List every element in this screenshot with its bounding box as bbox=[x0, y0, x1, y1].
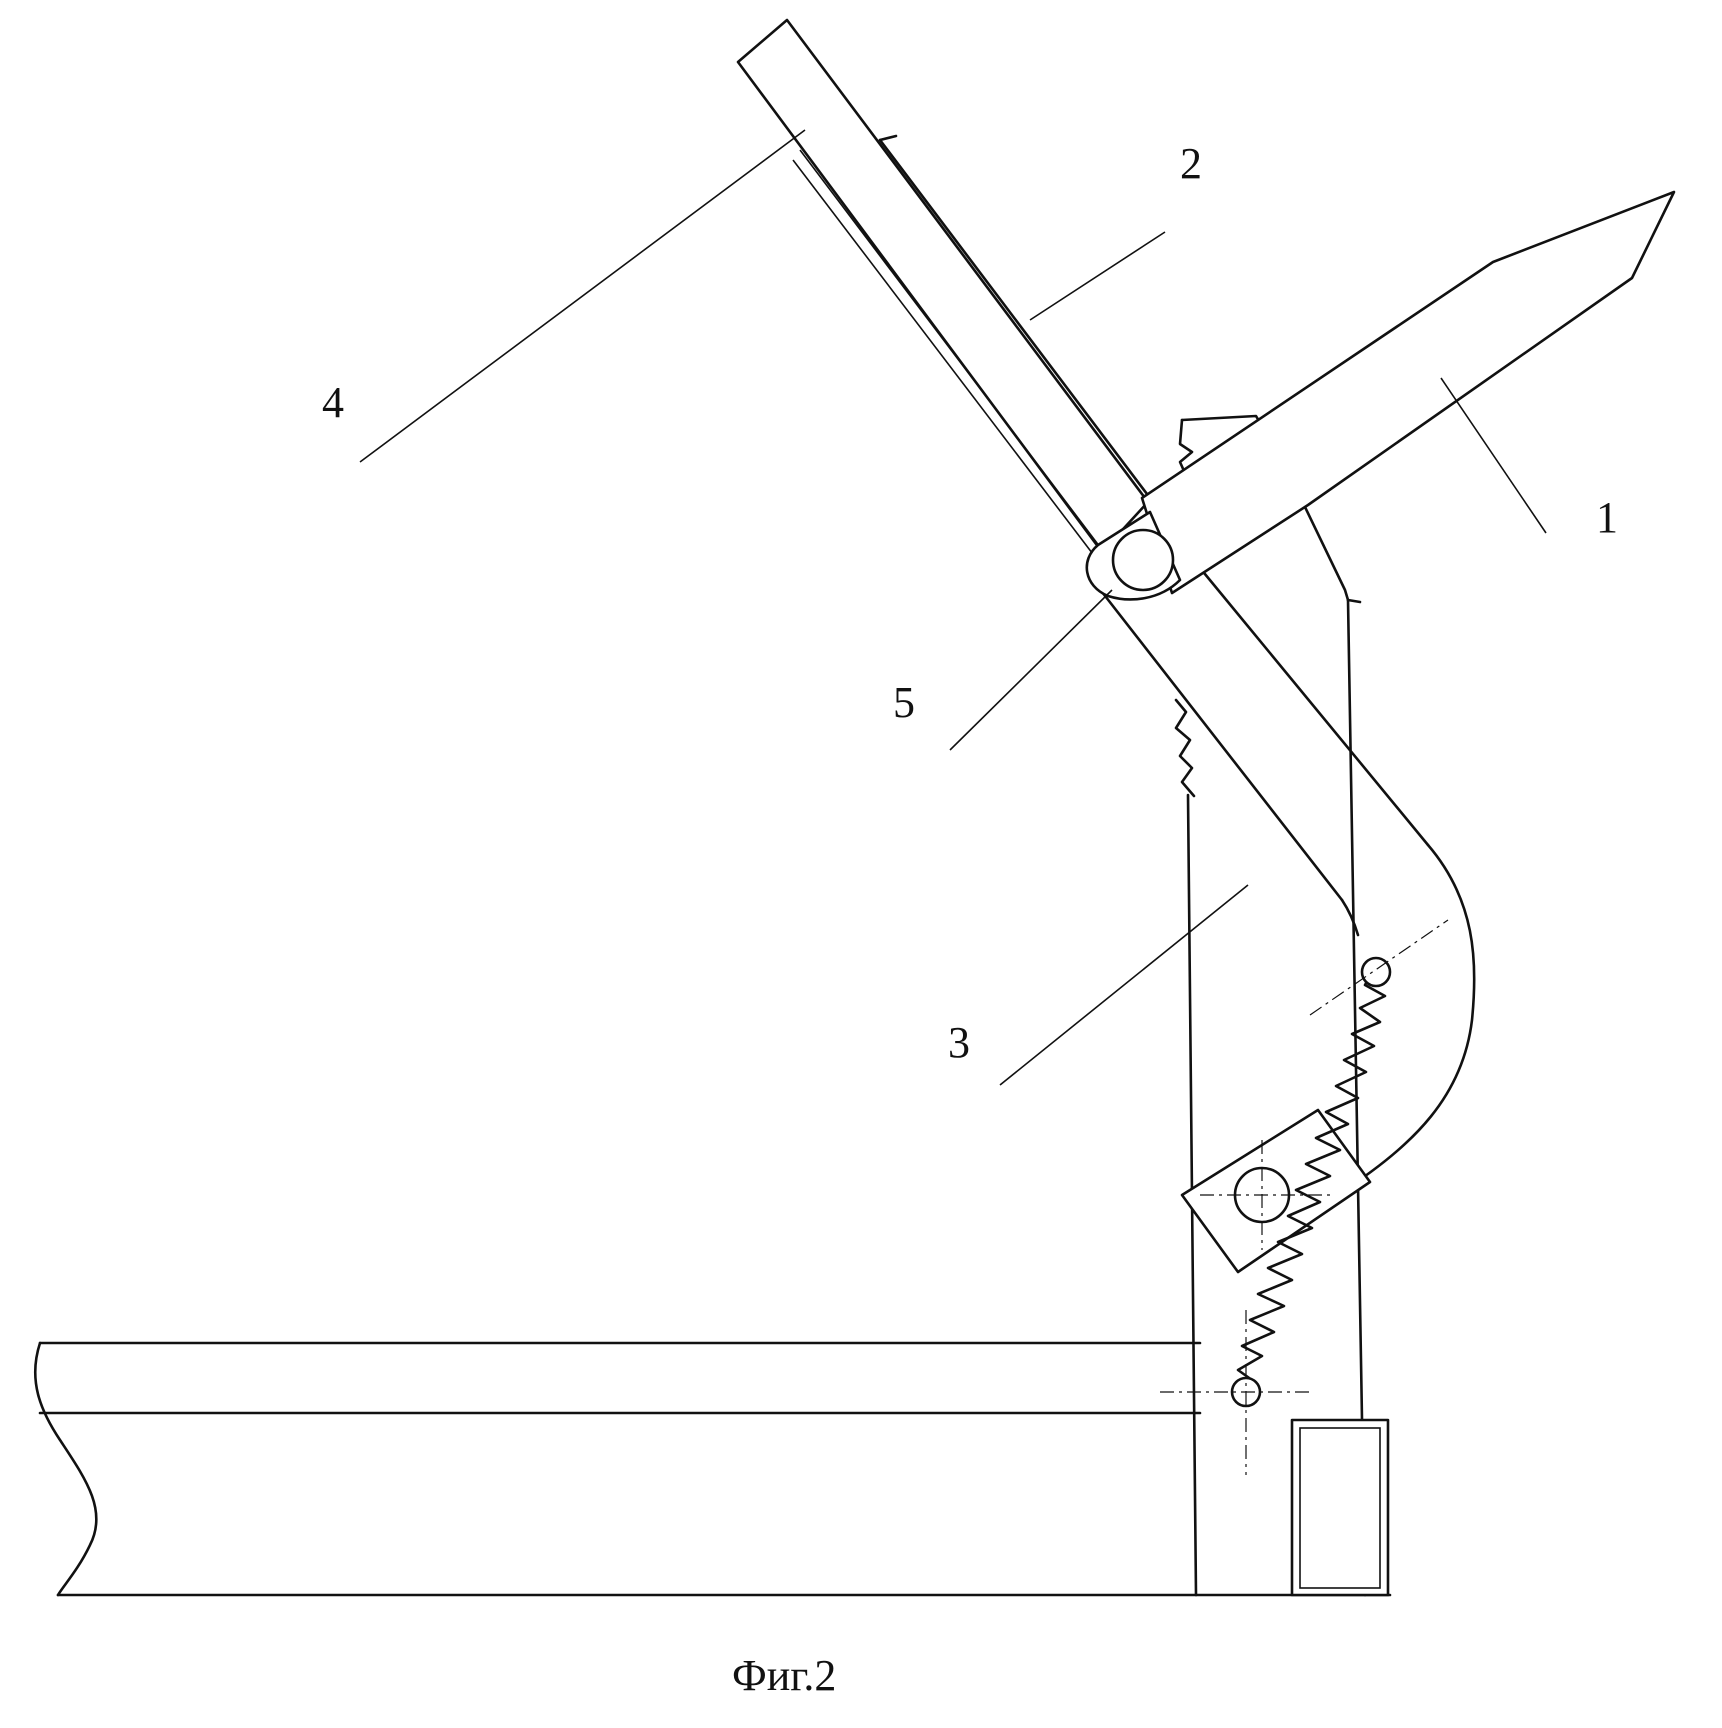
foot-block bbox=[1290, 1418, 1390, 1597]
label-3: 3 bbox=[948, 1018, 970, 1067]
figure-caption: Фиг.2 bbox=[732, 1651, 836, 1700]
base-frame bbox=[33, 1341, 1392, 1597]
leader-lines bbox=[359, 129, 1547, 1086]
lever-arm bbox=[736, 18, 1476, 1195]
main-pivot bbox=[1085, 510, 1182, 601]
label-2: 2 bbox=[1180, 139, 1202, 188]
spring bbox=[1160, 919, 1449, 1475]
spike-blade bbox=[1140, 190, 1676, 595]
label-4: 4 bbox=[322, 378, 344, 427]
label-5: 5 bbox=[893, 678, 915, 727]
label-1: 1 bbox=[1596, 493, 1618, 542]
lower-plate bbox=[1180, 1108, 1372, 1274]
